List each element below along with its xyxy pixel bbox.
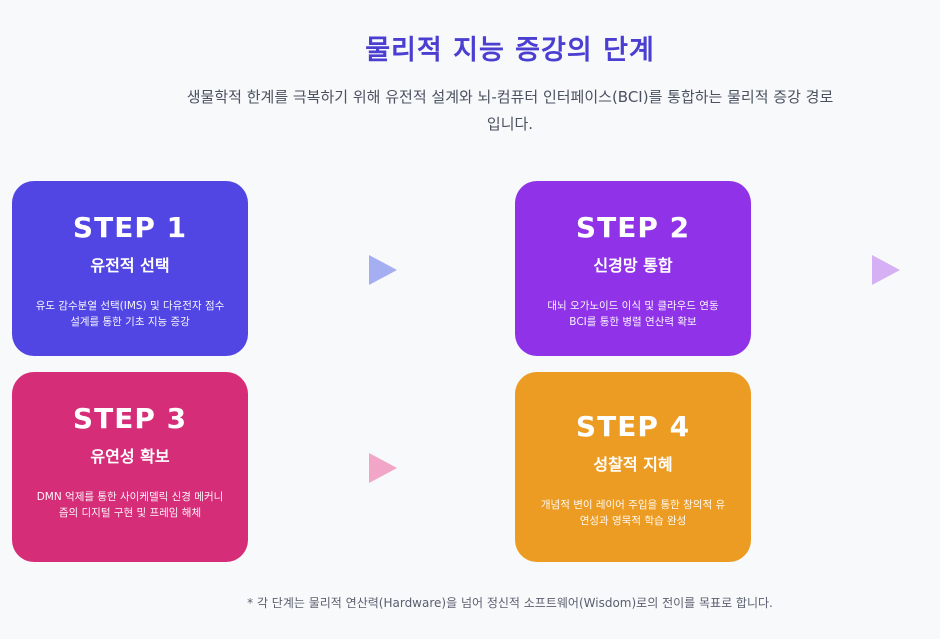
step-title: 유연성 확보 — [90, 447, 170, 466]
step-card-4: STEP 4 성찰적 지혜 개념적 변이 레이어 주입을 통한 창의적 유연성과… — [515, 372, 751, 562]
footnote: * 각 단계는 물리적 연산력(Hardware)을 넘어 정신적 소프트웨어(… — [247, 596, 773, 610]
step-number: STEP 2 — [575, 211, 691, 244]
page-title: 물리적 지능 증강의 단계 — [365, 35, 655, 66]
arrow-right-icon — [872, 255, 900, 285]
step-number: STEP 1 — [72, 211, 188, 244]
step-card-2: STEP 2 신경망 통합 대뇌 오가노이드 이식 및 클라우드 연동 BCI를… — [515, 181, 751, 356]
step-title: 유전적 선택 — [90, 256, 170, 275]
arrow-right-icon — [369, 453, 397, 483]
step-number: STEP 3 — [72, 402, 188, 435]
step-number: STEP 4 — [575, 410, 691, 443]
step-description: DMN 억제를 통한 사이케델릭 신경 메커니즘의 디지털 구현 및 프레임 해… — [36, 491, 224, 519]
step-title: 신경망 통합 — [593, 256, 673, 275]
step-card-1: STEP 1 유전적 선택 유도 감수분열 선택(IMS) 및 다유전자 점수 … — [12, 181, 248, 356]
page-subtitle: 생물학적 한계를 극복하기 위해 유전적 설계와 뇌-컴퓨터 인터페이스(BCI… — [186, 88, 834, 133]
step-description: 유도 감수분열 선택(IMS) 및 다유전자 점수 설계를 통한 기초 지능 증… — [35, 300, 225, 328]
step-card-3: STEP 3 유연성 확보 DMN 억제를 통한 사이케델릭 신경 메커니즘의 … — [12, 372, 248, 562]
step-title: 성찰적 지혜 — [593, 455, 673, 474]
step-description: 개념적 변이 레이어 주입을 통한 창의적 유연성과 영묵적 학습 완성 — [540, 499, 726, 527]
arrow-right-icon — [369, 255, 397, 285]
step-description: 대뇌 오가노이드 이식 및 클라우드 연동 BCI를 통한 병렬 연산력 확보 — [547, 300, 719, 328]
